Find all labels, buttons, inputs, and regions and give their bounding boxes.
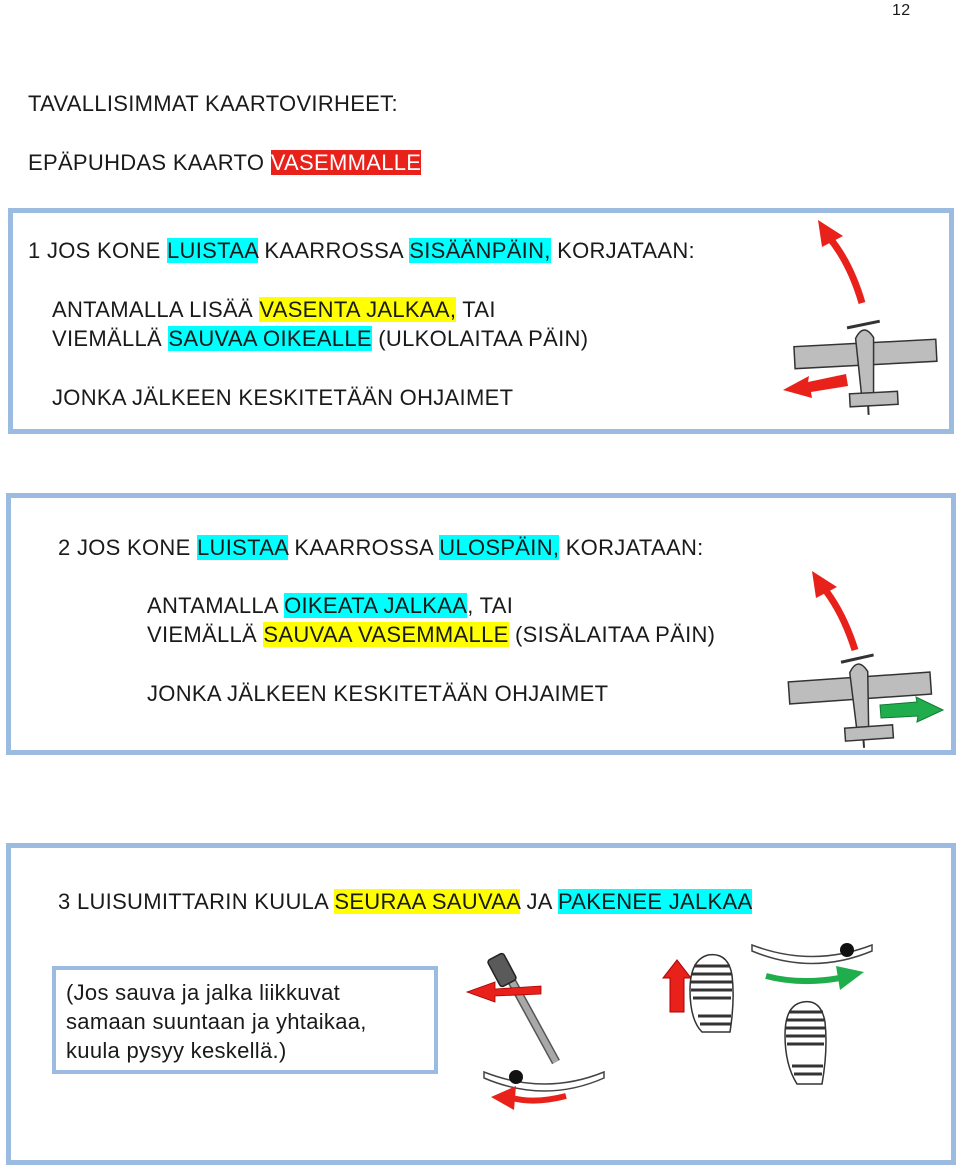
s2-mid: KAARROSSA	[287, 535, 440, 560]
section-1-box	[8, 208, 954, 434]
section-3-box	[6, 843, 956, 1165]
s1-l1-post: TAI	[456, 297, 496, 322]
s1-num: 1 JOS KONE	[28, 238, 168, 263]
s2-h2: ULOSPÄIN,	[439, 535, 560, 560]
curved-arrow-icon	[812, 571, 859, 652]
s1-mid: KAARROSSA	[257, 238, 410, 263]
s2-h1: LUISTAA	[197, 535, 288, 560]
airplane-icon	[787, 653, 933, 748]
s1-l1-hl: VASENTA JALKAA,	[259, 297, 457, 322]
s1-l2-pre: VIEMÄLLÄ	[52, 326, 169, 351]
s1-h1: LUISTAA	[167, 238, 258, 263]
control-stick-icon	[487, 952, 560, 1065]
footprint-icon	[784, 1000, 827, 1085]
section-2-heading: 2 JOS KONE LUISTAA KAARROSSA ULOSPÄIN, K…	[58, 535, 704, 561]
section-1-line-1: ANTAMALLA LISÄÄ VASENTA JALKAA, TAI	[52, 297, 496, 323]
page-subtitle: EPÄPUHDAS KAARTO VASEMMALLE	[28, 150, 422, 176]
s1-l1-pre: ANTAMALLA LISÄÄ	[52, 297, 260, 322]
page-title: TAVALLISIMMAT KAARTOVIRHEET:	[28, 91, 398, 116]
note-line-1: (Jos sauva ja jalka liikkuvat	[66, 980, 341, 1005]
section-3-heading: 3 LUISUMITTARIN KUULA SEURAA SAUVAA JA P…	[58, 889, 753, 915]
slip-indicator-icon	[483, 1070, 605, 1110]
s2-end: KORJATAAN:	[559, 535, 704, 560]
section-2-box	[6, 493, 956, 755]
stick-arrow-icon	[465, 981, 542, 1003]
s2-l2-post: (SISÄLAITAA PÄIN)	[508, 622, 716, 647]
s2-l2-hl: SAUVAA VASEMMALLE	[263, 622, 509, 647]
s1-h2: SISÄÄNPÄIN,	[409, 238, 551, 263]
footprint-icon	[689, 953, 734, 1033]
s3-h2: PAKENEE JALKAA	[557, 889, 753, 914]
section-1-heading: 1 JOS KONE LUISTAA KAARROSSA SISÄÄNPÄIN,…	[28, 238, 695, 264]
s2-l1-pre: ANTAMALLA	[147, 593, 285, 618]
subtitle-highlight: VASEMMALLE	[270, 150, 422, 175]
slip-indicator-icon	[751, 943, 873, 990]
page-number: 12	[892, 2, 911, 19]
s1-l2-post: (ULKOLAITAA PÄIN)	[371, 326, 589, 351]
s2-l1-post: , TAI	[467, 593, 514, 618]
note-box	[52, 966, 438, 1074]
s3-h1: SEURAA SAUVAA	[334, 889, 521, 914]
slip-arrow-icon	[879, 696, 945, 723]
note-line-2: samaan suuntaan ja yhtaikaa,	[66, 1009, 367, 1034]
s2-num: 2 JOS KONE	[58, 535, 198, 560]
section-1-line-3: JONKA JÄLKEEN KESKITETÄÄN OHJAIMET	[52, 385, 514, 410]
curved-arrow-icon	[818, 220, 866, 304]
s3-mid: JA	[520, 889, 558, 914]
note-line-3: kuula pysyy keskellä.)	[66, 1038, 287, 1063]
note-text: (Jos sauva ja jalka liikkuvat samaan suu…	[66, 978, 367, 1065]
slip-arrow-icon	[783, 374, 848, 398]
section-2-line-2: VIEMÄLLÄ SAUVAA VASEMMALLE (SISÄLAITAA P…	[147, 622, 715, 648]
airplane-icon	[793, 319, 938, 415]
section-2-line-3: JONKA JÄLKEEN KESKITETÄÄN OHJAIMET	[147, 681, 609, 706]
s3-num: 3 LUISUMITTARIN KUULA	[58, 889, 335, 914]
s1-end: KORJATAAN:	[550, 238, 695, 263]
s2-l2-pre: VIEMÄLLÄ	[147, 622, 264, 647]
s2-l1-hl: OIKEATA JALKAA	[284, 593, 468, 618]
up-arrow-icon	[661, 959, 693, 1013]
section-1-line-2: VIEMÄLLÄ SAUVAA OIKEALLE (ULKOLAITAA PÄI…	[52, 326, 588, 352]
subtitle-prefix: EPÄPUHDAS KAARTO	[28, 150, 271, 175]
s1-l2-hl: SAUVAA OIKEALLE	[168, 326, 372, 351]
section-2-line-1: ANTAMALLA OIKEATA JALKAA, TAI	[147, 593, 513, 619]
